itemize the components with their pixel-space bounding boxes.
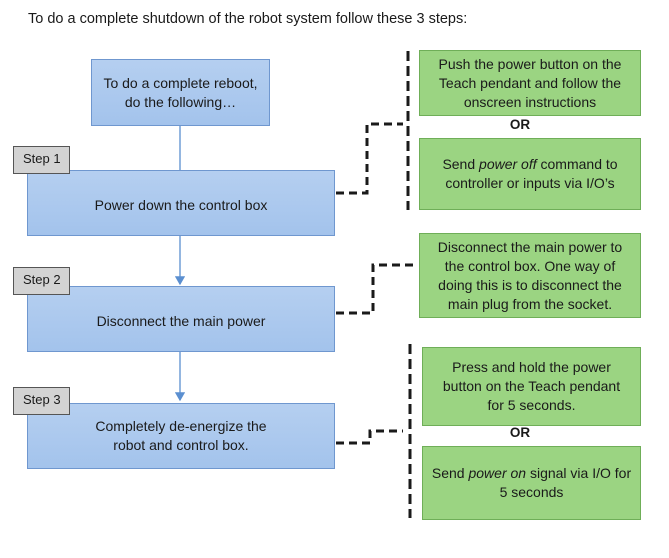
step1-option-a: Push the power button on the Teach penda… xyxy=(419,50,641,116)
step3-option-b-line1: Send power on signal via I/O for xyxy=(432,464,631,483)
step1-option-b-em: power off xyxy=(479,156,537,172)
step3-box: Completely de-energize the robot and con… xyxy=(27,403,335,469)
step3-dashed-connector xyxy=(336,344,412,518)
start-box-line2: do the following… xyxy=(124,93,237,110)
step2-note-line1: Disconnect the main power to xyxy=(437,238,623,255)
step2-note-line4: main plug from the socket. xyxy=(447,295,613,312)
step3-option-a-line3: for 5 seconds. xyxy=(487,397,576,413)
step2-text: Disconnect the main power xyxy=(96,312,266,329)
step3-tag: Step 3 xyxy=(13,387,70,415)
step2-note: Disconnect the main power to the control… xyxy=(419,233,641,318)
step3-option-a: Press and hold the power button on the T… xyxy=(422,347,641,426)
step2-tag: Step 2 xyxy=(13,267,70,295)
step1-option-a-line3: onscreen instructions xyxy=(463,93,597,110)
step3-text-line1: Completely de-energize the xyxy=(95,418,267,434)
step1-tag: Step 1 xyxy=(13,146,70,174)
start-box: To do a complete reboot, do the followin… xyxy=(91,59,270,126)
step3-option-a-line2: button on the Teach pendant xyxy=(442,378,621,394)
step2-note-line3: doing this is to disconnect the xyxy=(438,276,622,293)
start-box-line1: To do a complete reboot, xyxy=(103,74,258,91)
step3-option-b-line2: 5 seconds xyxy=(499,484,564,500)
step3-option-a-line1: Press and hold the power xyxy=(452,359,611,375)
step1-text: Power down the control box xyxy=(94,196,268,213)
step3-text-line2: robot and control box. xyxy=(113,437,249,453)
step2-note-line2: the control box. One way of xyxy=(444,257,616,274)
step1-option-a-line1: Push the power button on the xyxy=(438,55,622,72)
step2-dashed-connector xyxy=(336,263,415,315)
step2-box: Disconnect the main power xyxy=(27,286,335,352)
step1-option-b-post: command to xyxy=(536,156,618,172)
step1-option-b-pre: Send xyxy=(442,156,480,172)
step1-dashed-connector xyxy=(336,51,410,210)
step3-option-b-post: signal via I/O for xyxy=(526,465,632,481)
intro-text: To do a complete shutdown of the robot s… xyxy=(28,11,468,27)
step1-option-b: Send power off command to controller or … xyxy=(419,138,641,210)
step3-option-b-pre: Send xyxy=(431,465,469,481)
step1-box: Power down the control box xyxy=(27,170,335,236)
step3-option-b: Send power on signal via I/O for 5 secon… xyxy=(422,446,641,520)
step1-option-b-line1: Send power off command to xyxy=(442,155,617,174)
step1-option-b-line2: controller or inputs via I/O’s xyxy=(445,175,615,191)
step1-option-a-line2: Teach pendant and follow the xyxy=(438,74,622,91)
step3-or-separator: OR xyxy=(509,425,531,440)
step3-option-b-em: power on xyxy=(468,465,527,481)
step1-or-separator: OR xyxy=(509,117,531,132)
